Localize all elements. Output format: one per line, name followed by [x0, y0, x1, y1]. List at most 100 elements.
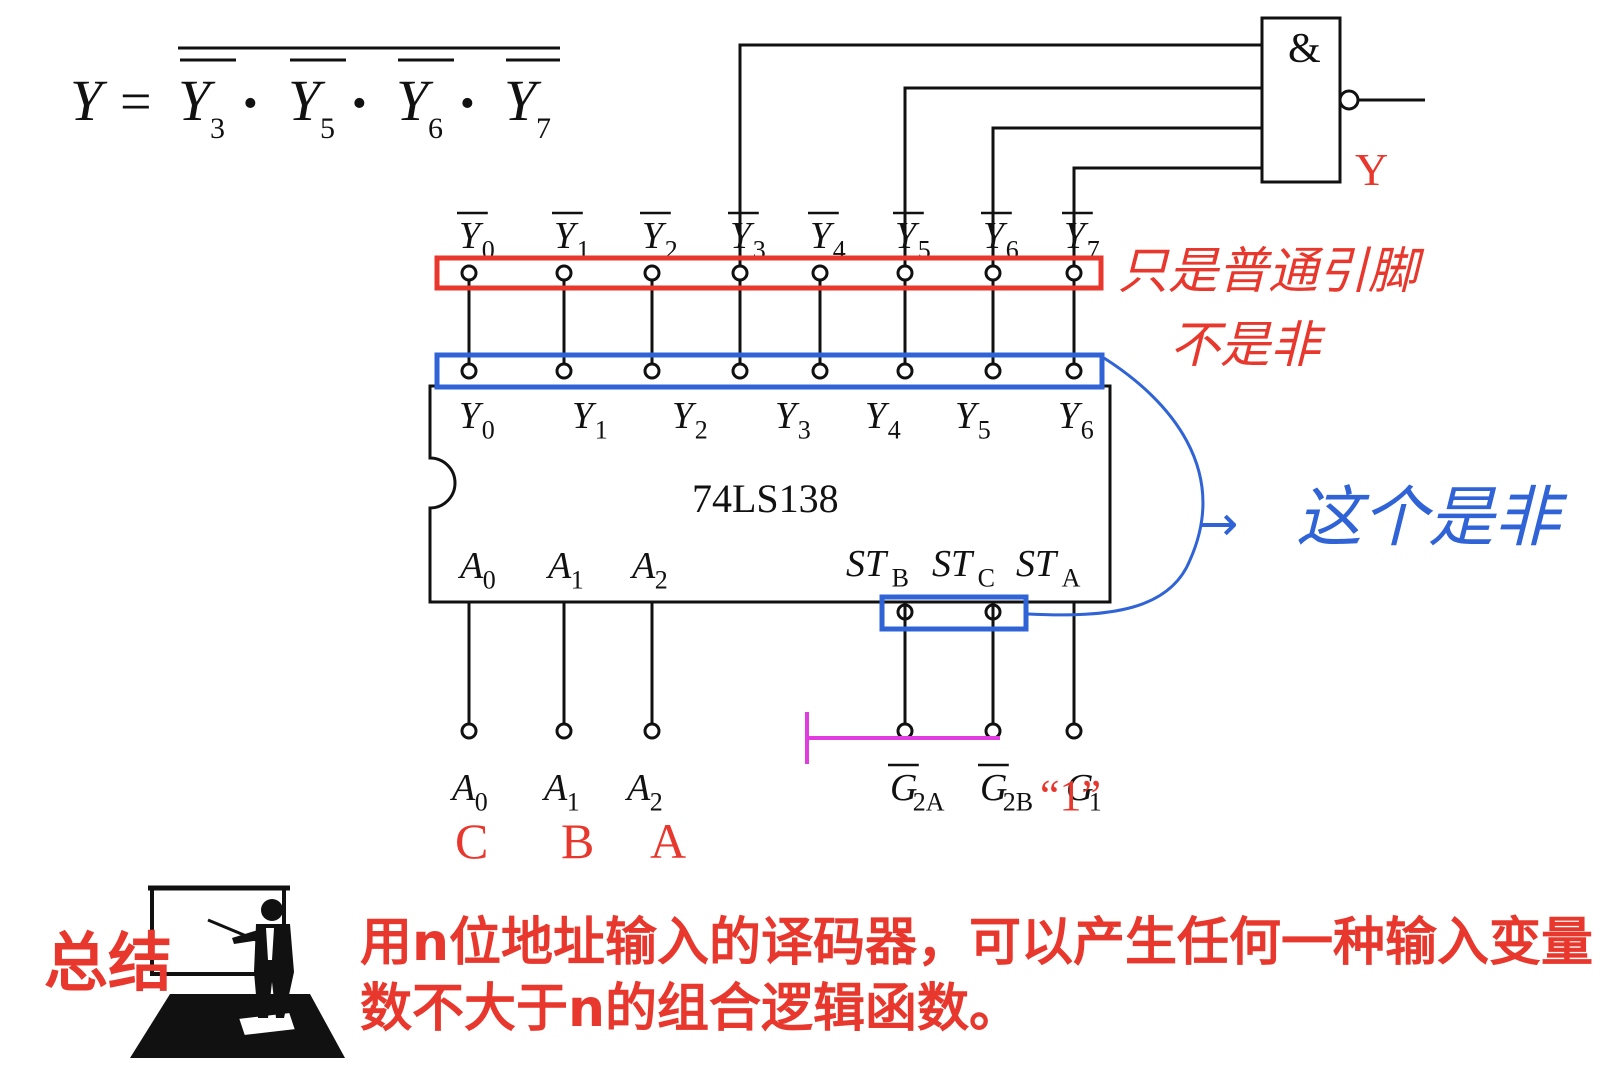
- top-pin-label-base: Y: [895, 215, 920, 257]
- term-base: Y: [504, 68, 542, 133]
- formula-dot: •: [243, 81, 258, 127]
- bottom-pin-label: G2A: [888, 763, 945, 817]
- presenter-body: [254, 924, 294, 1018]
- formula-term-2: Y 5: [288, 58, 346, 145]
- formula-equals: =: [120, 71, 152, 133]
- chip-input-label-sub: 2: [655, 566, 668, 595]
- chip-body: [428, 384, 1112, 604]
- presenter-icon: [130, 885, 345, 1058]
- formula-term-3: Y 6: [396, 58, 454, 145]
- output-pin-circle: [811, 362, 829, 380]
- chip-input-label-base: A: [629, 545, 656, 587]
- formula-dot: •: [460, 81, 475, 127]
- chip-enable-label-sub: C: [978, 564, 995, 593]
- bottom-pin-label-sub: 2B: [1003, 788, 1033, 817]
- output-pin-circle: [984, 362, 1002, 380]
- wire-y6: [991, 126, 1262, 272]
- top-pin-label-base: Y: [730, 215, 755, 257]
- wire-y3: [738, 43, 1262, 272]
- variable-labels: C B A: [455, 813, 686, 869]
- nand-gate: & Y: [1260, 16, 1425, 195]
- top-pin-circle: [896, 264, 914, 282]
- input-wires: [467, 602, 1076, 724]
- chip-74ls138: 74LS138: [428, 384, 1112, 604]
- bottom-pin-label-sub: 1: [1089, 788, 1102, 817]
- bottom-pin-label-base: A: [449, 767, 476, 809]
- formula-term-1: Y 3: [178, 58, 236, 145]
- pin-circles: [460, 264, 1083, 740]
- chip-input-label-sub: 1: [571, 566, 584, 595]
- term-sub: 6: [428, 112, 443, 145]
- wire-y5: [903, 86, 1262, 272]
- chip-input-label-base: A: [457, 545, 484, 587]
- chip-output-label-base: Y: [572, 395, 597, 437]
- chip-enable-label-base: ST: [932, 543, 975, 585]
- bottom-pin-circle: [896, 722, 914, 740]
- var-label-c: C: [455, 813, 488, 869]
- top-pin-label-base: Y: [983, 215, 1008, 257]
- formula-lhs: Y: [70, 68, 108, 133]
- output-pin-circle: [555, 362, 573, 380]
- chip-output-label-base: Y: [865, 395, 890, 437]
- chip-output-label-base: Y: [1058, 395, 1083, 437]
- top-pin-circle: [555, 264, 573, 282]
- bottom-pin-circle: [643, 722, 661, 740]
- wire-y7: [1072, 166, 1262, 272]
- bottom-pin-label-base: G: [890, 767, 917, 809]
- bottom-pin-label: G2B: [978, 763, 1033, 817]
- output-pin-circle: [896, 362, 914, 380]
- top-pin-label-base: Y: [642, 215, 667, 257]
- bottom-pin-label-sub: 1: [567, 788, 580, 817]
- chip-output-label-sub: 4: [888, 416, 901, 445]
- chip-enable-label-base: ST: [1016, 543, 1059, 585]
- output-pin-circle: [731, 362, 749, 380]
- top-pin-circle: [460, 264, 478, 282]
- gate-output-label: Y: [1355, 144, 1388, 195]
- top-pin-circle: [1065, 264, 1083, 282]
- chip-output-label-sub: 0: [482, 416, 495, 445]
- presenter-head: [261, 899, 283, 921]
- top-pin-circle: [811, 264, 829, 282]
- red-note-line2: 不是非: [1170, 316, 1326, 374]
- output-pin-circle: [1065, 362, 1083, 380]
- bottom-pin-label-sub: 0: [475, 788, 488, 817]
- chip-name: 74LS138: [692, 476, 839, 521]
- blue-bracket-curve: [1027, 356, 1205, 617]
- blue-highlight-box-outputs: [434, 352, 1105, 390]
- red-highlight-box: [434, 255, 1104, 291]
- top-pin-label-base: Y: [554, 215, 579, 257]
- formula-dot: •: [352, 81, 367, 127]
- g2-ground-marker: [805, 712, 1000, 764]
- chip-output-label-sub: 3: [798, 416, 811, 445]
- chip-output-label-sub: 1: [595, 416, 608, 445]
- term-sub: 7: [536, 112, 551, 145]
- summary-title: 总结: [44, 927, 172, 1001]
- red-note-line1: 只是普通引脚: [1118, 242, 1425, 300]
- presenter-floor: [130, 994, 345, 1058]
- gate-input-wires: [738, 43, 1262, 272]
- chip-enable-label-base: ST: [846, 543, 889, 585]
- bottom-pin-circle: [460, 722, 478, 740]
- g1-one-note: “1”: [1040, 771, 1101, 820]
- output-pin-circle: [643, 362, 661, 380]
- chip-output-label-sub: 5: [978, 416, 991, 445]
- var-label-b: B: [561, 813, 594, 869]
- bottom-pin-circle: [555, 722, 573, 740]
- bottom-pin-label-base: G: [980, 767, 1007, 809]
